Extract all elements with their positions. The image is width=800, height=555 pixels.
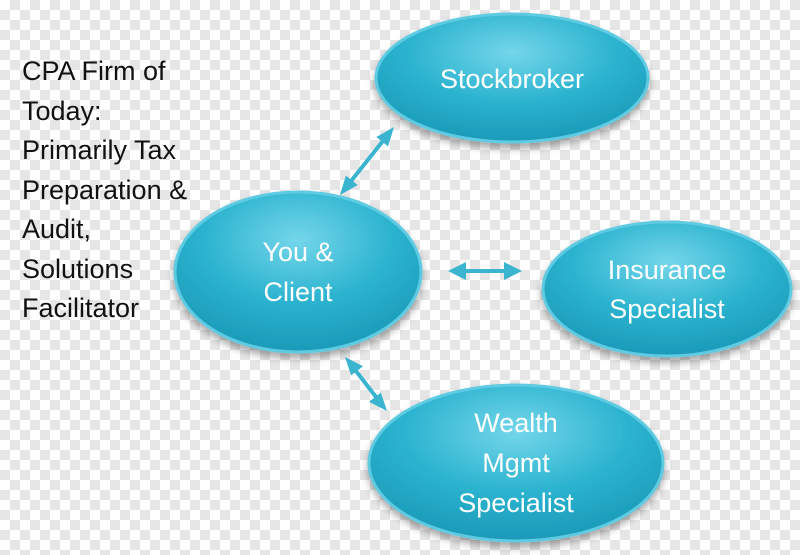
caption-line: Solutions — [22, 253, 134, 284]
caption-line: Today: — [22, 95, 102, 126]
node-label: Insurance — [608, 255, 727, 285]
connector-you-wealth — [345, 357, 387, 411]
caption-line: Primarily Tax — [22, 135, 177, 165]
node-label: Stockbroker — [440, 64, 584, 94]
caption-line: CPA Firm of — [22, 56, 166, 86]
firm-description: CPA Firm of Today: Primarily Tax Prepara… — [22, 52, 232, 329]
node-insurance-specialist: Insurance Specialist — [541, 220, 793, 358]
node-label: Specialist — [609, 294, 725, 324]
node-label: Wealth — [474, 408, 558, 438]
caption-line: Audit, — [22, 214, 92, 244]
node-wealth-mgmt-specialist: Wealth Mgmt Specialist — [367, 383, 665, 543]
connector-you-insurance — [448, 262, 522, 280]
node-label: Mgmt — [482, 448, 550, 478]
node-you-client: You & Client — [173, 190, 423, 354]
node-label: You & — [262, 237, 333, 267]
node-stockbroker: Stockbroker — [374, 12, 650, 144]
node-label: Client — [263, 277, 333, 307]
caption-line: Preparation & — [22, 174, 188, 205]
connector-you-stockbroker — [340, 127, 394, 195]
caption-line: Facilitator — [22, 293, 140, 323]
node-label: Specialist — [458, 488, 574, 518]
